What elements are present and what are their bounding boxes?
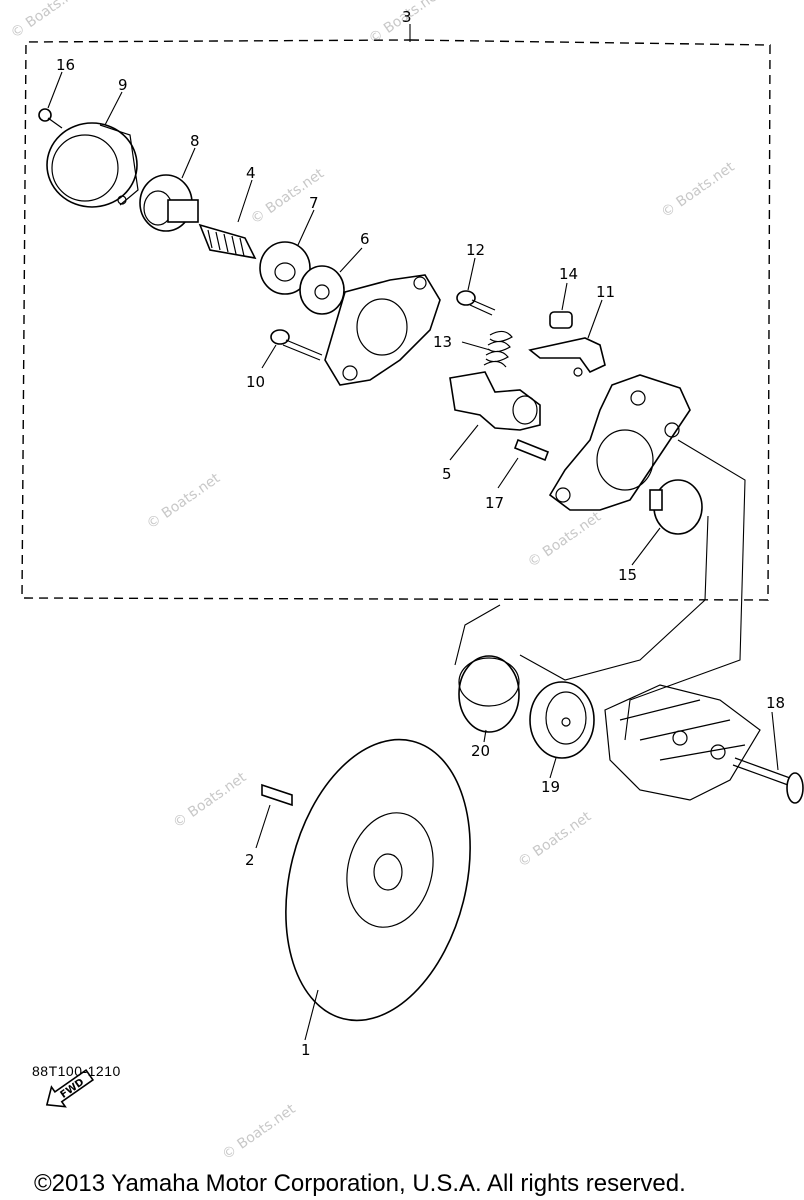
callout-14: 14 <box>559 265 578 283</box>
callout-7: 7 <box>309 194 319 212</box>
assembly-boundary <box>21 39 771 601</box>
mounting-bracket <box>548 374 691 511</box>
callout-20: 20 <box>471 742 490 760</box>
part-8-rotor <box>139 174 199 232</box>
watermark: © Boats.net <box>658 159 738 221</box>
part-13-spring <box>483 330 513 368</box>
watermark: © Boats.net <box>8 0 88 42</box>
part-5-pump-shaft <box>449 371 541 431</box>
callout-19: 19 <box>541 778 560 796</box>
callout-labels: 1 2 3 4 5 6 7 8 9 10 11 12 13 14 15 16 1… <box>56 8 785 1059</box>
watermark: © Boats.net <box>144 470 224 532</box>
part-18-bolt <box>732 757 804 804</box>
callout-13: 13 <box>433 333 452 351</box>
connector-line <box>624 439 746 741</box>
callout-2: 2 <box>245 851 255 869</box>
part-16-bolt <box>38 108 63 129</box>
crankcase-fragment <box>604 684 761 801</box>
part-9-cover <box>46 122 139 208</box>
watermark: © Boats.net <box>515 808 595 870</box>
copyright-notice: ©2013 Yamaha Motor Corporation, U.S.A. A… <box>34 1170 686 1197</box>
callout-5: 5 <box>442 465 452 483</box>
callout-6: 6 <box>360 230 370 248</box>
callout-9: 9 <box>118 76 128 94</box>
part-10-bolt <box>270 329 323 361</box>
connector-line <box>519 515 709 681</box>
callout-3: 3 <box>402 8 412 26</box>
callout-17: 17 <box>485 494 504 512</box>
watermark: © Boats.net <box>170 769 250 831</box>
connector-line <box>454 604 501 666</box>
callout-12: 12 <box>466 241 485 259</box>
callout-10: 10 <box>246 373 265 391</box>
callout-16: 16 <box>56 56 75 74</box>
leader-lines <box>47 71 779 1041</box>
part-2-key <box>261 783 293 807</box>
pump-housing <box>324 274 441 386</box>
part-20-seal <box>458 655 520 733</box>
part-12-bolt <box>456 290 496 316</box>
part-7-plate <box>259 241 311 295</box>
part-14-cap <box>549 311 573 329</box>
callout-1: 1 <box>301 1041 311 1059</box>
callout-8: 8 <box>190 132 200 150</box>
part-19-bushing <box>529 681 595 759</box>
watermark: © Boats.net <box>219 1101 299 1163</box>
callout-4: 4 <box>246 164 256 182</box>
part-6-washer <box>299 265 345 315</box>
part-4-worm-shaft <box>198 223 257 260</box>
callout-15: 15 <box>618 566 637 584</box>
part-11-lever <box>528 337 606 377</box>
callout-18: 18 <box>766 694 785 712</box>
part-1-disc <box>285 738 471 1022</box>
part-17-pin <box>513 438 550 462</box>
diagram-code: 88T100-1210 <box>32 1063 121 1079</box>
callout-11: 11 <box>596 283 615 301</box>
part-15-plug <box>649 479 703 535</box>
watermark: © Boats.net <box>525 509 605 571</box>
